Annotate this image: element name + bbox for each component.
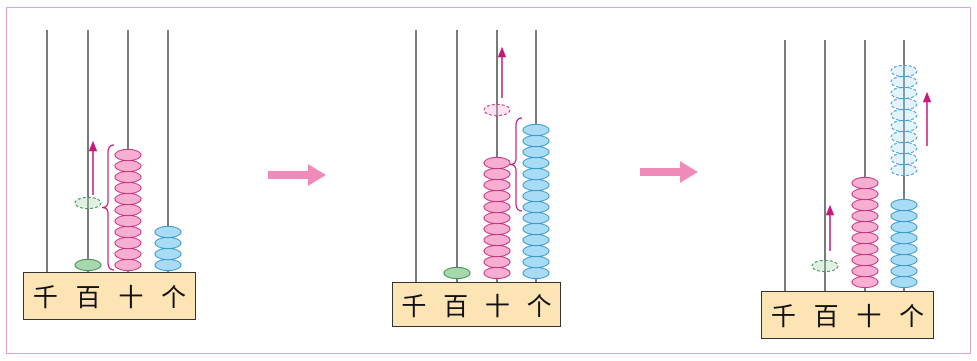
pink-bead: [851, 275, 879, 289]
pink-bead: [114, 203, 142, 217]
blue-bead: [154, 247, 182, 261]
blue-bead: [890, 198, 918, 212]
pink-bead: [851, 176, 879, 190]
pink-bead: [851, 198, 879, 212]
blue-bead: [154, 236, 182, 250]
label-bai: 百: [75, 283, 101, 312]
blue-bead: [522, 244, 550, 258]
label-qian: 千: [401, 291, 427, 321]
pink-bead: [114, 192, 142, 206]
blue-bead: [522, 266, 550, 280]
pink-bead: [114, 148, 142, 162]
label-qian: 千: [32, 283, 58, 312]
label-qian: 千: [770, 302, 796, 331]
blue-ghost-bead: [890, 119, 918, 133]
pink-bead: [114, 236, 142, 250]
blue-bead: [522, 123, 550, 137]
pink-ghost-bead: [483, 103, 511, 117]
blue-bead: [890, 242, 918, 256]
blue-bead: [522, 189, 550, 203]
blue-bead: [522, 233, 550, 247]
blue-bead: [154, 225, 182, 239]
transition-arrow: [268, 164, 326, 186]
abacus-base-2: 千 百 十 个: [392, 282, 561, 327]
pink-bead: [851, 187, 879, 201]
abacus-base-3: 千 百 十 个: [761, 291, 934, 339]
pink-bead: [483, 156, 511, 170]
blue-bead: [522, 255, 550, 269]
blue-bead: [522, 134, 550, 148]
label-bai: 百: [443, 291, 469, 321]
pink-bead: [851, 264, 879, 278]
pink-bead: [483, 244, 511, 258]
blue-ghost-bead: [890, 130, 918, 144]
group-brace: [101, 144, 115, 271]
pink-bead: [114, 214, 142, 228]
pink-bead: [114, 170, 142, 184]
blue-bead: [522, 178, 550, 192]
pink-bead: [851, 209, 879, 223]
group-brace: [509, 117, 523, 212]
pink-bead: [483, 211, 511, 225]
blue-ghost-bead: [890, 75, 918, 89]
label-shi: 十: [856, 302, 882, 331]
abacus-base-1: 千 百 十 个: [23, 272, 196, 320]
blue-bead: [154, 258, 182, 272]
green-bead: [443, 266, 471, 280]
green-ghost-bead: [74, 196, 102, 210]
green-ghost-bead: [811, 259, 839, 273]
pink-bead: [851, 220, 879, 234]
pink-bead: [483, 167, 511, 181]
pink-bead: [483, 266, 511, 280]
label-bai: 百: [813, 302, 839, 331]
blue-bead: [522, 222, 550, 236]
pink-bead: [851, 253, 879, 267]
blue-ghost-bead: [890, 152, 918, 166]
blue-bead: [890, 220, 918, 234]
blue-bead: [890, 209, 918, 223]
pink-bead: [114, 181, 142, 195]
pink-bead: [114, 247, 142, 261]
blue-bead: [522, 167, 550, 181]
blue-bead: [522, 145, 550, 159]
blue-bead: [522, 211, 550, 225]
pink-bead: [851, 231, 879, 245]
blue-bead: [890, 275, 918, 289]
pink-bead: [114, 225, 142, 239]
blue-bead: [890, 253, 918, 267]
pink-bead: [483, 178, 511, 192]
blue-ghost-bead: [890, 86, 918, 100]
outer-frame: [6, 7, 971, 354]
blue-bead: [522, 156, 550, 170]
label-ge: 个: [161, 283, 187, 312]
label-ge: 个: [526, 291, 552, 321]
blue-bead: [890, 264, 918, 278]
transition-arrow: [640, 161, 698, 183]
blue-ghost-bead: [890, 97, 918, 111]
pink-bead: [483, 222, 511, 236]
label-shi: 十: [484, 291, 510, 321]
blue-ghost-bead: [890, 108, 918, 122]
pink-bead: [483, 233, 511, 247]
pink-bead: [483, 255, 511, 269]
blue-ghost-bead: [890, 163, 918, 177]
blue-ghost-bead: [890, 141, 918, 155]
blue-ghost-bead: [890, 64, 918, 78]
pink-bead: [483, 200, 511, 214]
green-bead: [74, 258, 102, 272]
pink-bead: [114, 159, 142, 173]
label-shi: 十: [118, 283, 144, 312]
pink-bead: [114, 258, 142, 272]
blue-bead: [890, 231, 918, 245]
pink-bead: [851, 242, 879, 256]
pink-bead: [483, 189, 511, 203]
label-ge: 个: [899, 302, 925, 331]
blue-bead: [522, 200, 550, 214]
